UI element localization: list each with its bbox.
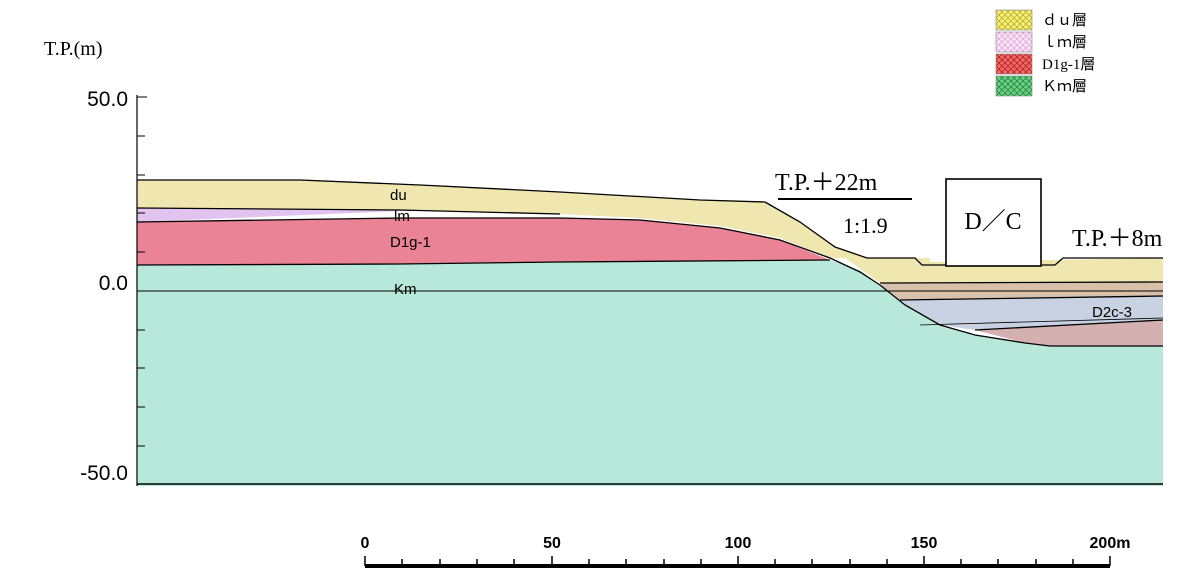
legend-label: ｄｕ層 bbox=[1042, 12, 1087, 29]
crest-level-label: T.P.＋22m bbox=[775, 170, 878, 196]
legend: ｄｕ層 ｌｍ層 D1g-1層 Ｋｍ層 bbox=[995, 9, 1095, 97]
label-lm: lm bbox=[394, 208, 410, 225]
y-axis-title: T.P.(m) bbox=[44, 38, 103, 60]
legend-swatch-du bbox=[995, 9, 1033, 31]
y-tick-label: -50.0 bbox=[80, 462, 128, 485]
layer-du bbox=[137, 180, 1163, 283]
y-axis-ticks bbox=[137, 96, 147, 485]
legend-label: D1g-1層 bbox=[1042, 57, 1095, 73]
legend-swatch-d1g1 bbox=[995, 53, 1033, 75]
legend-label: Ｋｍ層 bbox=[1042, 79, 1087, 95]
scale-label: 50 bbox=[543, 535, 561, 552]
layer-boundaries bbox=[136, 179, 1164, 347]
label-km: Km bbox=[394, 281, 417, 298]
slope-ratio-label: 1:1.9 bbox=[843, 213, 888, 238]
scale-label: 0 bbox=[361, 535, 370, 552]
scale-bar bbox=[364, 556, 1111, 568]
y-tick-label: 0.0 bbox=[99, 272, 128, 295]
dc-label: D／C bbox=[964, 209, 1021, 235]
label-d1g1: D1g-1 bbox=[390, 234, 431, 251]
label-du: du bbox=[390, 187, 407, 204]
scale-label: 100 bbox=[725, 535, 752, 552]
y-tick-label: 50.0 bbox=[87, 88, 128, 111]
layer-km bbox=[137, 260, 1163, 486]
legend-swatch-km bbox=[995, 75, 1033, 97]
layer-d1g1 bbox=[137, 218, 830, 265]
base-level-label: T.P.＋8m bbox=[1072, 226, 1163, 252]
layer-tan-lower bbox=[975, 320, 1163, 346]
scale-label: 150 bbox=[911, 535, 938, 552]
legend-swatch-lm bbox=[995, 31, 1033, 53]
label-d2c3: D2c-3 bbox=[1092, 304, 1132, 321]
dc-structure bbox=[945, 178, 1042, 267]
scale-label: 200m bbox=[1090, 535, 1131, 552]
legend-label: ｌｍ層 bbox=[1042, 34, 1087, 51]
